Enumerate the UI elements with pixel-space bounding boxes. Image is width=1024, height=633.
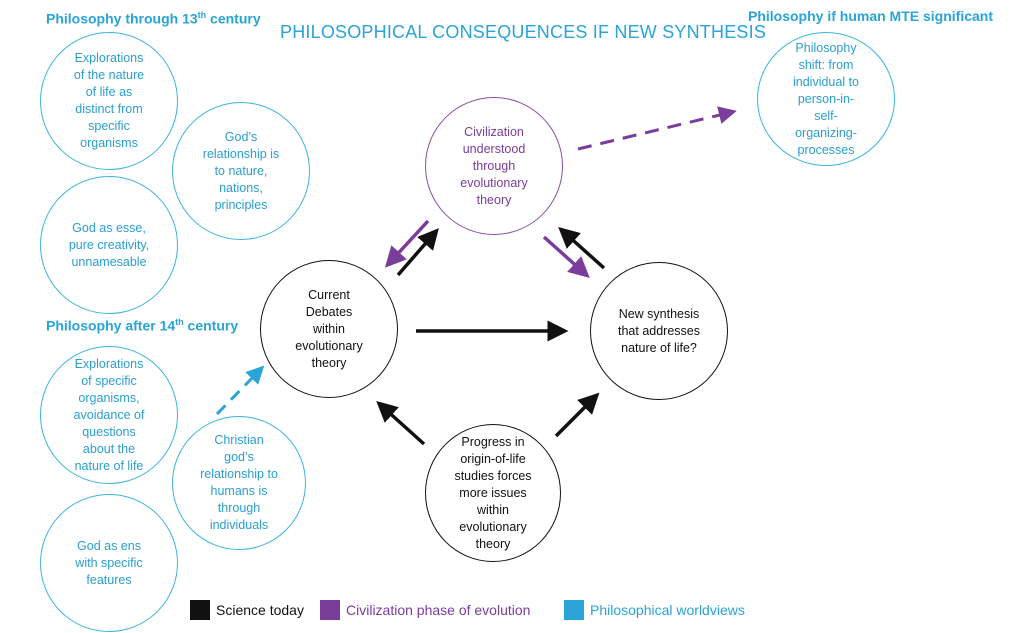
arrow-civilization-to-synthesis (542, 235, 590, 279)
legend-swatch-black (190, 600, 210, 620)
arrow-civilization-to-philosophy-shift (577, 106, 737, 151)
circle-new-synthesis: New synthesis that addresses nature of l… (590, 262, 728, 400)
heading-philosophy-14th-century: Philosophy after 14th century (46, 317, 239, 334)
legend-label-civilization: Civilization phase of evolution (346, 602, 531, 618)
circle-current-debates: Current Debates within evolutionary theo… (260, 260, 398, 398)
legend-label-science: Science today (216, 602, 304, 618)
circle-progress-origin-of-life: Progress in origin-of-life studies force… (425, 424, 561, 562)
legend-philosophical-worldviews: Philosophical worldviews (564, 600, 745, 620)
circle-christian-god: Christian god’s relationship to humans i… (172, 416, 306, 550)
circle-civilization: Civilization understood through evolutio… (425, 97, 563, 235)
legend-science-today: Science today (190, 600, 304, 620)
legend-civilization-phase: Civilization phase of evolution (320, 600, 530, 620)
arrow-christian-god-to-debates (215, 365, 265, 416)
arrow-progress-to-debates (376, 400, 426, 446)
arrow-progress-to-synthesis (554, 392, 600, 438)
heading-philosophy-human-mte: Philosophy if human MTE significant (748, 8, 994, 24)
circle-god-as-esse: God as esse, pure creativity, unnamesabl… (40, 176, 178, 314)
heading-philosophy-13th-century: Philosophy through 13th century (46, 10, 261, 27)
circle-explorations-nature-of-life: Explorations of the nature of life as di… (40, 32, 178, 170)
arrow-synthesis-to-civilization (558, 226, 606, 270)
arrow-civilization-to-debates (384, 219, 430, 268)
circle-god-relationship-nature: God’s relationship is to nature, nations… (172, 102, 310, 240)
diagram-title: PHILOSOPHICAL CONSEQUENCES IF NEW SYNTHE… (280, 22, 767, 42)
arrow-debates-to-civilization (396, 228, 439, 277)
legend-swatch-blue (564, 600, 584, 620)
circle-philosophy-shift: Philosophy shift: from individual to per… (757, 32, 895, 166)
legend-label-philosophical: Philosophical worldviews (590, 602, 745, 618)
circle-god-as-ens: God as ens with specific features (40, 494, 178, 632)
legend-swatch-purple (320, 600, 340, 620)
circle-explorations-specific-organisms: Explorations of specific organisms, avoi… (40, 346, 178, 484)
